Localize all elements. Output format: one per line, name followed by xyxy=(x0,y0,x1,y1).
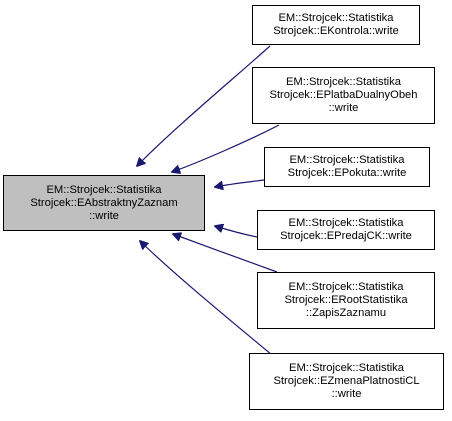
node-epredajck-line-1: EM::Strojcek::Statistika xyxy=(288,217,404,229)
node-ekontrola-line-1: EM::Strojcek::Statistika xyxy=(278,12,394,24)
edge-ekontrola xyxy=(137,45,271,166)
node-root-line-3: ::write xyxy=(89,209,119,222)
node-eplatbadualnyobeh-line-2: Strojcek::EPlatbaDualnyObeh xyxy=(269,89,418,101)
node-root-label: EM::Strojcek::Statistika Strojcek::EAbst… xyxy=(30,184,177,223)
node-eplatbadualnyobeh-line-1: EM::Strojcek::Statistika xyxy=(285,76,401,88)
node-erootstatistika-line-1: EM::Strojcek::Statistika xyxy=(288,281,404,293)
node-eplatbadualnyobeh-write[interactable]: EM::Strojcek::Statistika Strojcek::EPlat… xyxy=(252,67,435,124)
node-ekontrola-write[interactable]: EM::Strojcek::Statistika Strojcek::EKont… xyxy=(252,5,420,45)
node-ezmenaplatnosticl-write[interactable]: EM::Strojcek::Statistika Strojcek::EZmen… xyxy=(249,353,444,410)
node-epokuta-write[interactable]: EM::Strojcek::Statistika Strojcek::EPoku… xyxy=(264,147,430,187)
edge-epredajck xyxy=(215,226,258,238)
node-epokuta-label: EM::Strojcek::Statistika Strojcek::EPoku… xyxy=(288,154,407,180)
node-erootstatistika-line-3: ::ZapisZaznamu xyxy=(305,307,387,319)
node-ezmenaplatnosticl-line-3: ::write xyxy=(331,388,362,400)
edge-erootstatistika xyxy=(173,234,278,273)
node-root-line-2: Strojcek::EAbstraktnyZaznam xyxy=(30,196,178,209)
node-root-line-1: EM::Strojcek::Statistika xyxy=(46,183,162,196)
node-epokuta-line-2: Strojcek::EPokuta::write xyxy=(287,167,407,179)
node-ekontrola-label: EM::Strojcek::Statistika Strojcek::EKont… xyxy=(273,12,399,38)
node-ezmenaplatnosticl-line-2: Strojcek::EZmenaPlatnostiCL xyxy=(273,375,420,387)
node-ezmenaplatnosticl-line-1: EM::Strojcek::Statistika xyxy=(288,362,405,374)
node-erootstatistika-zapiszaznamu[interactable]: EM::Strojcek::Statistika Strojcek::ERoot… xyxy=(257,272,435,329)
node-ezmenaplatnosticl-label: EM::Strojcek::Statistika Strojcek::EZmen… xyxy=(273,362,419,401)
edge-ezmenaplatnosticl xyxy=(140,241,273,356)
node-erootstatistika-line-2: Strojcek::ERootStatistika xyxy=(284,294,408,306)
node-epredajck-label: EM::Strojcek::Statistika Strojcek::EPred… xyxy=(280,217,412,243)
edge-epokuta xyxy=(215,179,265,187)
node-epredajck-line-2: Strojcek::EPredajCK::write xyxy=(280,230,412,242)
node-eplatbadualnyobeh-label: EM::Strojcek::Statistika Strojcek::EPlat… xyxy=(269,76,417,115)
node-eplatbadualnyobeh-line-3: ::write xyxy=(328,102,359,114)
node-epokuta-line-1: EM::Strojcek::Statistika xyxy=(289,154,405,166)
edge-eplatbadualnyobeh xyxy=(172,124,280,172)
node-erootstatistika-label: EM::Strojcek::Statistika Strojcek::ERoot… xyxy=(284,281,407,320)
node-root-eabstraktnyzaznam-write: EM::Strojcek::Statistika Strojcek::EAbst… xyxy=(3,175,205,231)
node-ekontrola-line-2: Strojcek::EKontrola::write xyxy=(273,25,399,37)
node-epredajck-write[interactable]: EM::Strojcek::Statistika Strojcek::EPred… xyxy=(257,210,435,250)
